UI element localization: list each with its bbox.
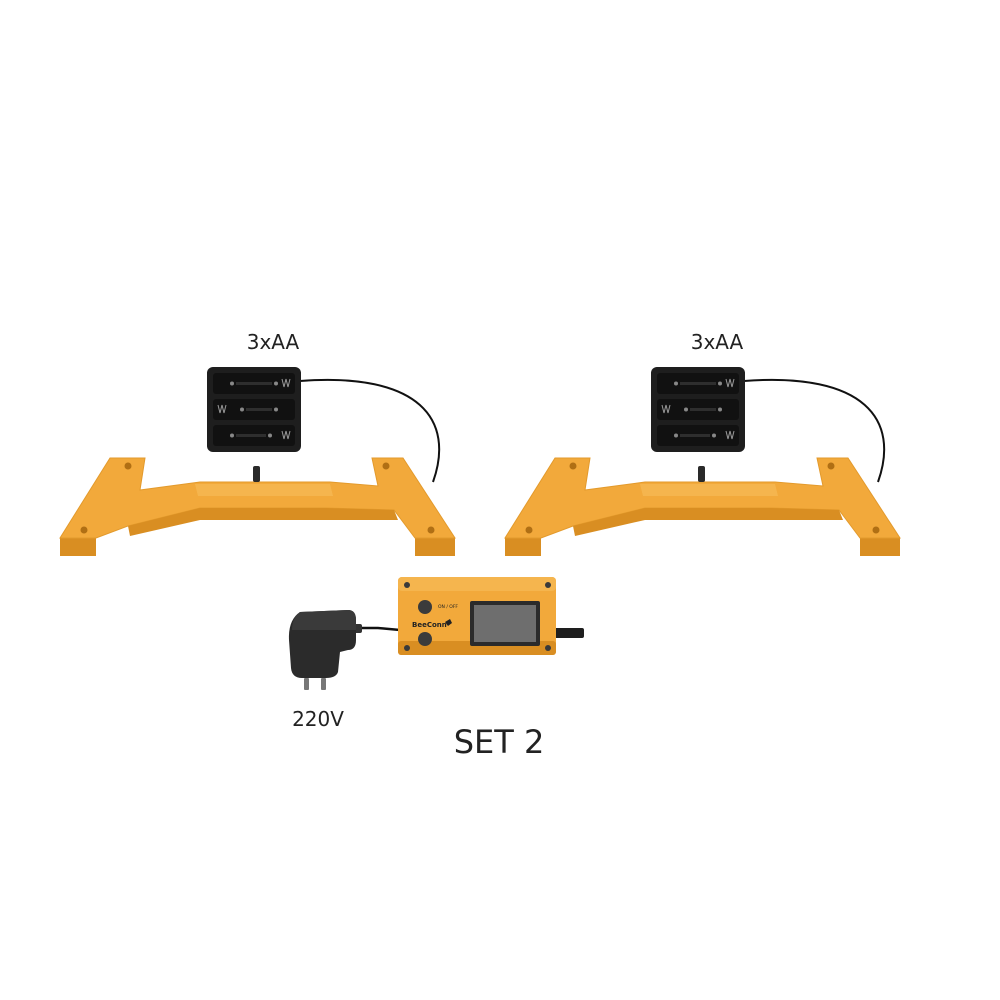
set-label: SET 2 bbox=[454, 723, 545, 761]
switch-text: ON / OFF bbox=[438, 604, 458, 610]
power-adapter: 220V bbox=[288, 610, 401, 731]
frame-right bbox=[504, 457, 901, 556]
battery-holder-right bbox=[651, 367, 745, 452]
battery-cell bbox=[657, 399, 739, 420]
scale-left: 3xAA bbox=[59, 330, 456, 556]
controller-device: ON / OFF BeeConn bbox=[398, 577, 584, 655]
battery-cell bbox=[213, 425, 295, 446]
cable-right bbox=[743, 378, 886, 483]
bee-icon bbox=[445, 619, 452, 626]
power-label: 220V bbox=[292, 707, 344, 731]
battery-cell bbox=[657, 425, 739, 446]
scale-right: 3xAA bbox=[504, 330, 901, 556]
battery-label-right: 3xAA bbox=[691, 330, 744, 354]
aux-button[interactable] bbox=[418, 632, 432, 646]
antenna bbox=[554, 628, 584, 638]
battery-cell bbox=[213, 373, 295, 394]
battery-cell bbox=[213, 399, 295, 420]
cable-left bbox=[299, 378, 441, 483]
frame-left bbox=[59, 457, 456, 556]
sensor-post-left bbox=[253, 466, 260, 482]
brand-logo: BeeConn bbox=[412, 621, 447, 629]
power-button[interactable] bbox=[418, 600, 432, 614]
battery-label-left: 3xAA bbox=[247, 330, 300, 354]
battery-cell bbox=[657, 373, 739, 394]
sensor-post-right bbox=[698, 466, 705, 482]
battery-holder-left bbox=[207, 367, 301, 452]
